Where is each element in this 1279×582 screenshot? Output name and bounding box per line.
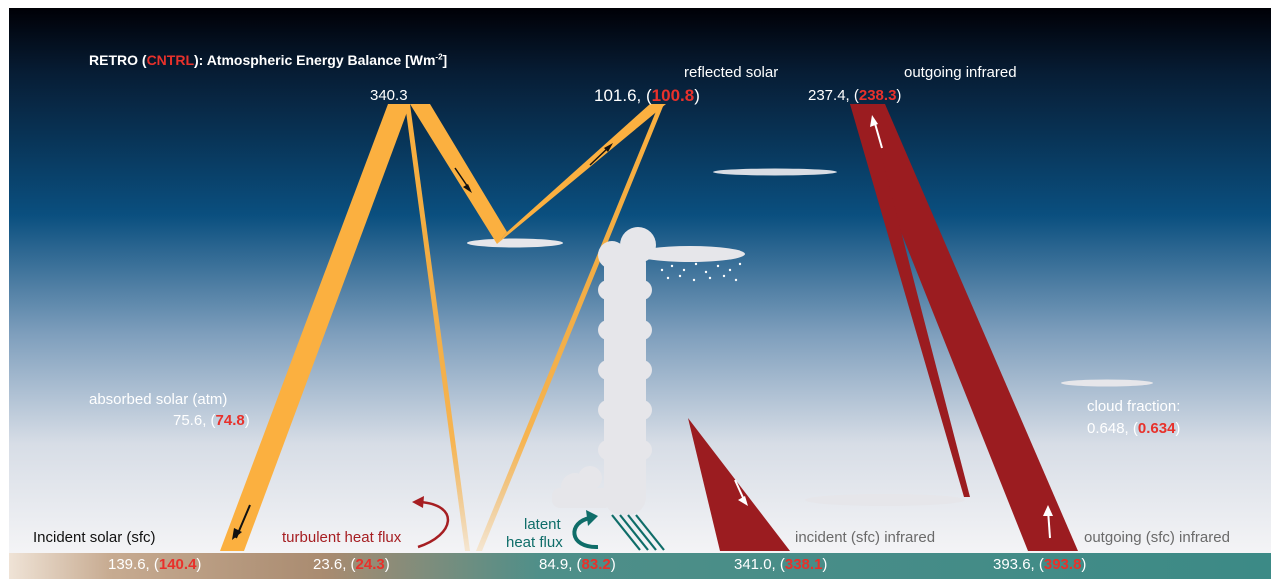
latent-close: ) [610,556,616,573]
arrow-ir-up-top-head [870,115,878,127]
title-prefix: RETRO ( [89,52,147,68]
turbulent-value: 23.6, ( [313,556,356,573]
incident-ir-ctrl: 338.1 [784,556,823,573]
latent-label-2: heat flux [506,534,563,551]
outgoing-ir-beam-outer [850,104,1078,551]
reflected-solar-ctrl: 100.8 [651,86,695,105]
outgoing-sfc-ir-values: 393.6, (393.8) [993,556,1086,574]
solar-thin-beam [405,104,470,551]
title-highlight: CNTRL [146,52,194,68]
title-close: ] [442,52,448,68]
diagram-title: RETRO (CNTRL): Atmospheric Energy Balanc… [89,52,447,68]
cloud-fraction-label: cloud fraction: [1087,398,1181,415]
incident-ir-label: incident (sfc) infrared [795,529,936,546]
outgoing-sfc-ir-ctrl: 393.8 [1043,556,1082,573]
outgoing-infrared-value: 237.4, ( [808,87,859,104]
outgoing-sfc-ir-close: ) [1081,556,1087,573]
incident-solar-close: ) [196,556,202,573]
turbulent-close: ) [384,556,390,573]
toa-incoming-value: 340.3 [370,87,408,104]
outgoing-sfc-ir-label: outgoing (sfc) infrared [1084,529,1230,546]
turbulent-arc-arrow [417,500,450,549]
rain-streaks [611,514,665,551]
incident-ir-beam [688,418,790,551]
cloud-reflect-base [467,238,563,248]
incident-solar-ctrl: 140.4 [158,556,197,573]
turbulent-label: turbulent heat flux [282,529,402,546]
incident-solar-value: 139.6, ( [108,556,159,573]
arrow-ir-down-head [738,496,748,506]
outgoing-infrared-ctrl: 238.3 [858,87,897,104]
absorbed-solar-beam [220,104,410,551]
latent-arc-head [586,510,598,526]
reflected-solar-value: 101.6, ( [594,86,652,105]
incident-ir-values: 341.0, (338.1) [734,556,827,574]
arrow-reflect-up-head [604,143,613,152]
reflected-solar-values: 101.6, (100.8) [594,86,700,106]
ground-strip [9,553,1271,579]
latent-values: 84.9, (83.2) [539,556,616,574]
absorbed-solar-close: ) [244,412,250,429]
incident-ir-value: 341.0, ( [734,556,785,573]
latent-arc-arrow [572,516,599,550]
outgoing-sfc-ir-value: 393.6, ( [993,556,1044,573]
cumulus-tower [552,227,745,515]
arrow-reflect-down-head [463,184,472,193]
latent-ctrl: 83.2 [581,556,611,573]
incident-ir-close: ) [822,556,828,573]
absorbed-solar-value: 75.6, ( [173,412,216,429]
solar-thin-beam-2 [476,104,664,551]
absorbed-solar-ctrl: 74.8 [215,412,245,429]
turbulent-values: 23.6, (24.3) [313,556,390,574]
arrow-down-absorbed-head [232,528,242,540]
outgoing-infrared-close: ) [896,87,902,104]
latent-value: 84.9, ( [539,556,582,573]
cloud-right [1061,379,1153,387]
outgoing-infrared-values: 237.4, (238.3) [808,87,901,105]
cloud-fraction-values: 0.648, (0.634) [1087,420,1180,438]
cloud-fraction-value: 0.648, ( [1087,420,1138,437]
cloud-top-center [713,168,837,176]
outgoing-infrared-label: outgoing infrared [904,64,1017,81]
incident-solar-label: Incident solar (sfc) [33,529,156,546]
reflected-solar-beam-up [497,104,666,244]
incident-solar-values: 139.6, (140.4) [108,556,201,574]
turbulent-arc-head [412,496,424,508]
absorbed-solar-values: 75.6, (74.8) [173,412,250,430]
title-suffix: ): Atmospheric Energy Balance [Wm [194,52,436,68]
title-sup: -2 [435,52,443,62]
cloud-fraction-ctrl: 0.634 [1137,420,1176,437]
rain-dots [660,262,742,282]
turbulent-ctrl: 24.3 [355,556,385,573]
latent-label-1: latent [524,516,561,533]
reflected-solar-close: ) [694,86,700,105]
cloud-fraction-close: ) [1175,420,1181,437]
outgoing-ir-beam-inner [850,104,970,497]
reflected-solar-label: reflected solar [684,64,779,81]
absorbed-solar-label: absorbed solar (atm) [89,391,228,408]
cloud-low-right [805,494,965,506]
arrow-ir-up-bottom-head [1043,505,1053,516]
